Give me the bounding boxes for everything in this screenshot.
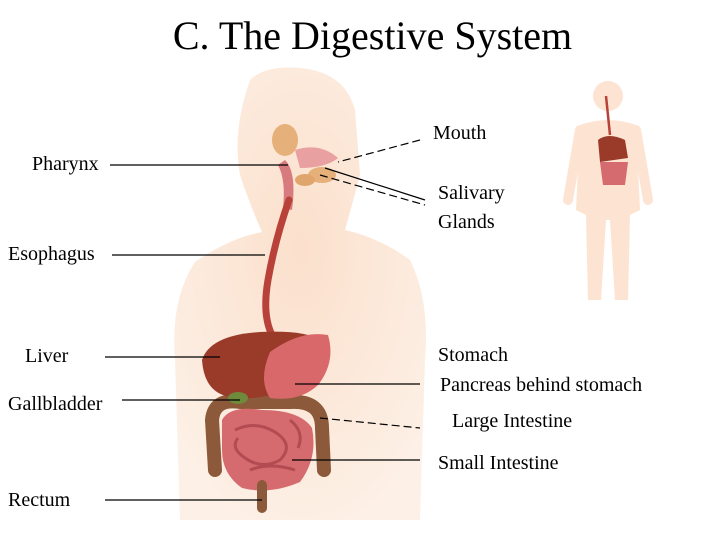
- label-pharynx: Pharynx: [32, 153, 99, 175]
- gallbladder: [228, 392, 248, 404]
- label-stomach: Stomach: [438, 344, 508, 366]
- label-pancreas: Pancreas behind stomach: [440, 374, 643, 396]
- label-large-intestine: Large Intestine: [452, 410, 573, 432]
- reference-figure: [563, 81, 653, 300]
- page-title: C. The Digestive System: [172, 13, 573, 58]
- label-esophagus: Esophagus: [8, 243, 95, 265]
- small-intestine: [222, 408, 314, 491]
- stomach: [264, 334, 331, 399]
- esophagus: [262, 196, 293, 339]
- label-rectum: Rectum: [8, 489, 71, 511]
- label-salivary-glands-2: Glands: [438, 211, 495, 233]
- leader-lines: [105, 139, 426, 501]
- label-gallbladder: Gallbladder: [8, 393, 103, 415]
- label-salivary-glands-1: Salivary: [438, 182, 505, 204]
- label-small-intestine: Small Intestine: [438, 452, 559, 474]
- salivary-glands: [272, 124, 336, 186]
- large-intestine: [204, 394, 331, 477]
- label-mouth: Mouth: [433, 122, 487, 144]
- label-liver: Liver: [25, 345, 69, 367]
